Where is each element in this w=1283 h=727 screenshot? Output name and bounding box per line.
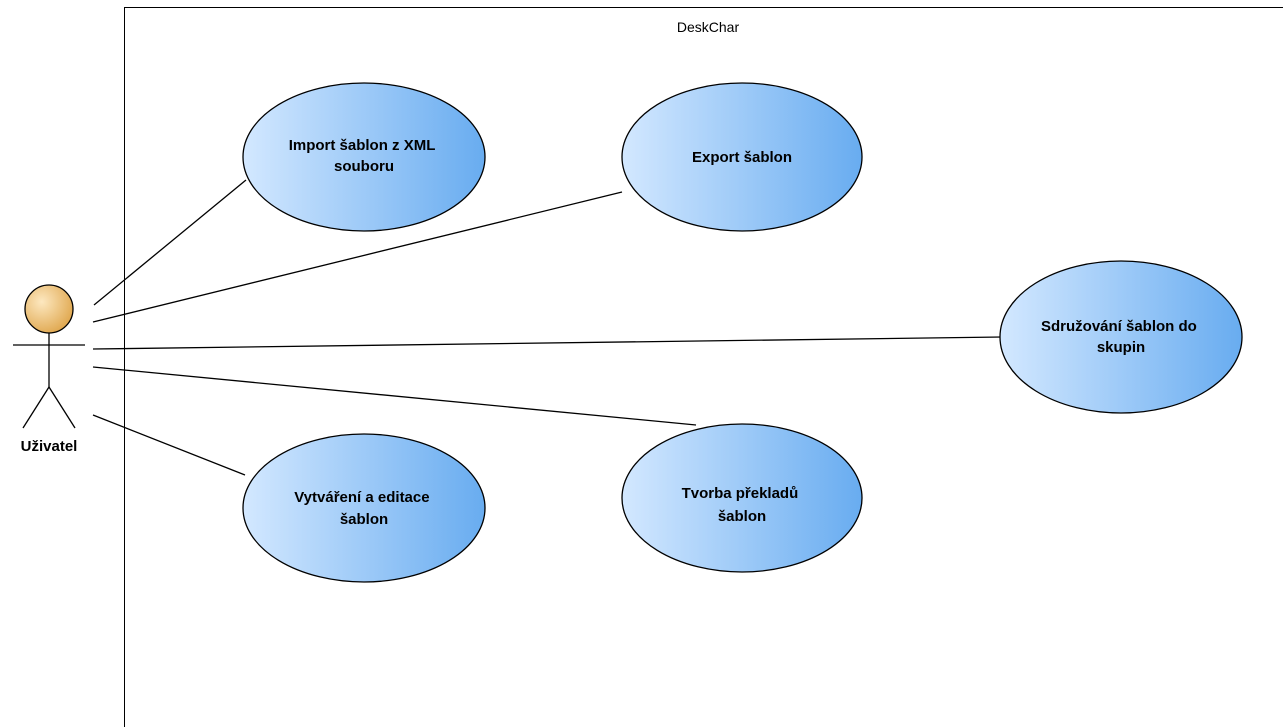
- usecase-translate-line-1: Tvorba překladů: [682, 485, 799, 502]
- svg-text:Export šablon: Export šablon: [692, 149, 792, 166]
- association-translate[interactable]: [92, 366, 697, 426]
- association-create[interactable]: [92, 414, 246, 476]
- usecase-import-line-1: Import šablon z XML: [289, 137, 436, 154]
- associations: [92, 179, 1003, 476]
- usecase-create-line-1: Vytváření a editace: [294, 489, 429, 506]
- usecase-group-line-2: skupin: [1097, 339, 1145, 356]
- usecase-group-line-1: Sdružování šablon do: [1041, 318, 1197, 335]
- usecase-import[interactable]: Import šablon z XML souboru: [242, 82, 486, 232]
- association-import[interactable]: [93, 179, 247, 306]
- stick-figure-icon: [13, 284, 85, 429]
- actor-name: Uživatel: [21, 438, 78, 455]
- svg-text:Tvorba překladů šablon: Tvorba překladů šablon: [682, 485, 803, 525]
- svg-text:Sdružování šablon do sku: Sdružování šablon do skupin: [1041, 318, 1201, 356]
- actor-head: [24, 284, 74, 334]
- usecase-create-line-2: šablon: [340, 511, 388, 528]
- svg-text:Vytváření a editace šabl: Vytváření a editace šablon: [294, 489, 434, 528]
- system-title: DeskChar: [677, 19, 740, 35]
- usecase-translate[interactable]: Tvorba překladů šablon: [621, 423, 863, 573]
- association-group[interactable]: [92, 336, 1003, 350]
- usecase-translate-line-2: šablon: [718, 508, 766, 525]
- usecase-export-line-1: Export šablon: [692, 149, 792, 166]
- usecase-import-line-2: souboru: [334, 158, 394, 175]
- usecase-create[interactable]: Vytváření a editace šablon: [242, 433, 486, 583]
- usecase-export[interactable]: Export šablon: [621, 82, 863, 232]
- actor-user[interactable]: Uživatel: [13, 284, 85, 455]
- usecase-group[interactable]: Sdružování šablon do skupin: [999, 260, 1243, 414]
- svg-text:Import šablon z XML soub: Import šablon z XML souboru: [289, 137, 440, 175]
- association-export[interactable]: [92, 191, 623, 323]
